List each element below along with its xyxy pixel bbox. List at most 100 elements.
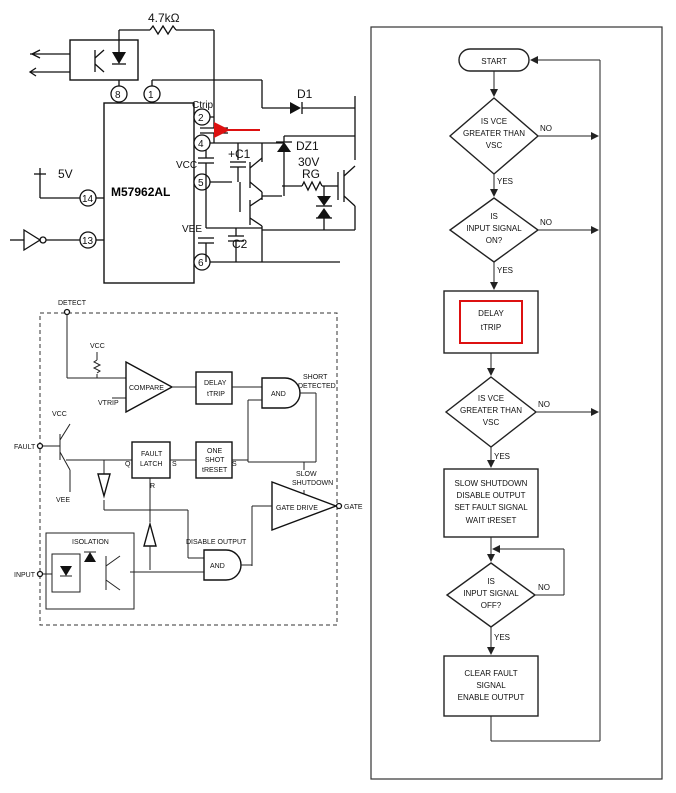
svg-text:Q: Q <box>125 461 131 468</box>
svg-text:2: 2 <box>198 113 204 124</box>
svg-text:COMPARE: COMPARE <box>129 385 164 392</box>
svg-text:IS VCE: IS VCE <box>481 117 507 126</box>
circuit-schematic: 4.7kΩ M57962AL 8 1 2 4 5 14 13 6 D1 Ctri… <box>10 11 356 284</box>
delay-highlight <box>459 300 523 344</box>
svg-text:VEE: VEE <box>182 224 202 235</box>
input-buffer <box>23 228 42 252</box>
svg-text:ENABLE OUTPUT: ENABLE OUTPUT <box>458 693 525 702</box>
svg-text:SLOW: SLOW <box>296 471 317 478</box>
resistor-4k7 <box>149 24 177 36</box>
svg-text:SHOT: SHOT <box>205 457 225 464</box>
svg-text:SET FAULT SIGNAL: SET FAULT SIGNAL <box>454 503 528 512</box>
svg-text:IS: IS <box>490 212 498 221</box>
svg-text:WAIT tRESET: WAIT tRESET <box>466 516 517 525</box>
driver-chip <box>103 102 195 284</box>
fault-latch <box>131 441 171 479</box>
svg-text:RG: RG <box>302 167 320 181</box>
svg-text:IS: IS <box>487 577 495 586</box>
svg-text:30V: 30V <box>298 155 319 169</box>
isolation-block <box>45 532 135 610</box>
svg-text:ON?: ON? <box>486 236 503 245</box>
opto-diode <box>112 52 126 64</box>
svg-text:Ctrip: Ctrip <box>192 100 214 111</box>
svg-text:GATE: GATE <box>344 504 363 511</box>
svg-text:ONE: ONE <box>207 448 223 455</box>
svg-text:NO: NO <box>538 583 550 592</box>
and-gate-disable <box>203 549 242 581</box>
svg-text:SHORT: SHORT <box>303 374 328 381</box>
svg-text:INPUT: INPUT <box>14 572 36 579</box>
svg-text:DZ1: DZ1 <box>296 139 319 153</box>
svg-text:6: 6 <box>198 258 204 269</box>
svg-text:FAULT: FAULT <box>14 444 36 451</box>
svg-text:NO: NO <box>538 400 550 409</box>
svg-text:S: S <box>172 461 177 468</box>
svg-text:YES: YES <box>497 177 513 186</box>
svg-text:IS VCE: IS VCE <box>478 394 504 403</box>
svg-text:VCC: VCC <box>176 160 197 171</box>
svg-text:tTRIP: tTRIP <box>207 391 225 398</box>
resistor-label: 4.7kΩ <box>148 11 180 25</box>
clear-fault-process <box>443 655 539 717</box>
svg-text:GREATER THAN: GREATER THAN <box>463 129 525 138</box>
svg-text:SHUTDOWN: SHUTDOWN <box>292 480 333 487</box>
svg-text:CLEAR FAULT: CLEAR FAULT <box>464 669 517 678</box>
svg-text:VSC: VSC <box>483 418 500 427</box>
diode-d1 <box>290 102 301 114</box>
svg-text:NO: NO <box>540 124 552 133</box>
svg-text:DISABLE OUTPUT: DISABLE OUTPUT <box>186 539 247 546</box>
svg-text:VEE: VEE <box>56 497 70 504</box>
svg-text:OFF?: OFF? <box>481 601 502 610</box>
flowchart: START IS VCE GREATER THAN VSC YES IS INP… <box>370 26 663 780</box>
svg-text:ISOLATION: ISOLATION <box>72 539 109 546</box>
optocoupler <box>69 39 139 81</box>
svg-text:R: R <box>150 483 155 490</box>
svg-text:14: 14 <box>82 194 94 205</box>
svg-text:DETECT: DETECT <box>58 300 87 307</box>
block-boundary <box>39 312 338 626</box>
svg-text:AND: AND <box>210 563 225 570</box>
svg-text:YES: YES <box>494 633 510 642</box>
svg-text:tRESET: tRESET <box>202 467 228 474</box>
svg-text:SLOW SHUTDOWN: SLOW SHUTDOWN <box>455 479 528 488</box>
shutdown-process <box>443 468 539 538</box>
svg-text:GATE DRIVE: GATE DRIVE <box>276 505 318 512</box>
block-diagram: DETECT VCC VTRIP COMPARE DELAY tTRIP AND… <box>14 300 363 626</box>
svg-text:START: START <box>481 57 507 66</box>
svg-text:8: 8 <box>115 90 121 101</box>
svg-text:DELAY: DELAY <box>478 309 504 318</box>
svg-text:C2: C2 <box>232 237 248 251</box>
svg-text:13: 13 <box>82 236 94 247</box>
svg-text:INPUT SIGNAL: INPUT SIGNAL <box>466 224 522 233</box>
svg-text:D1: D1 <box>297 87 313 101</box>
svg-text:VCC: VCC <box>90 343 105 350</box>
chip-label: M57962AL <box>111 185 170 199</box>
svg-text:VSC: VSC <box>486 141 503 150</box>
delay-block <box>195 371 233 405</box>
svg-text:LATCH: LATCH <box>140 461 162 468</box>
svg-text:AND: AND <box>271 391 286 398</box>
svg-text:VCC: VCC <box>52 411 67 418</box>
svg-text:FAULT: FAULT <box>141 451 163 458</box>
svg-text:YES: YES <box>497 266 513 275</box>
svg-text:DETECTED: DETECTED <box>298 383 336 390</box>
svg-text:4: 4 <box>198 139 204 150</box>
svg-text:DISABLE OUTPUT: DISABLE OUTPUT <box>457 491 526 500</box>
svg-text:GREATER THAN: GREATER THAN <box>460 406 522 415</box>
svg-text:INPUT SIGNAL: INPUT SIGNAL <box>463 589 519 598</box>
svg-text:tTRIP: tTRIP <box>481 323 501 332</box>
comparator <box>125 360 174 414</box>
svg-text:DELAY: DELAY <box>204 380 227 387</box>
svg-text:1: 1 <box>148 90 154 101</box>
svg-text:YES: YES <box>494 452 510 461</box>
flowchart-frame <box>370 26 663 780</box>
svg-text:NO: NO <box>540 218 552 227</box>
svg-text:VTRIP: VTRIP <box>98 400 119 407</box>
svg-text:5: 5 <box>198 178 204 189</box>
svg-text:S: S <box>232 461 237 468</box>
svg-text:5V: 5V <box>58 167 73 181</box>
svg-text:+C1: +C1 <box>228 147 251 161</box>
svg-text:SIGNAL: SIGNAL <box>476 681 506 690</box>
and-gate-short <box>261 377 301 409</box>
